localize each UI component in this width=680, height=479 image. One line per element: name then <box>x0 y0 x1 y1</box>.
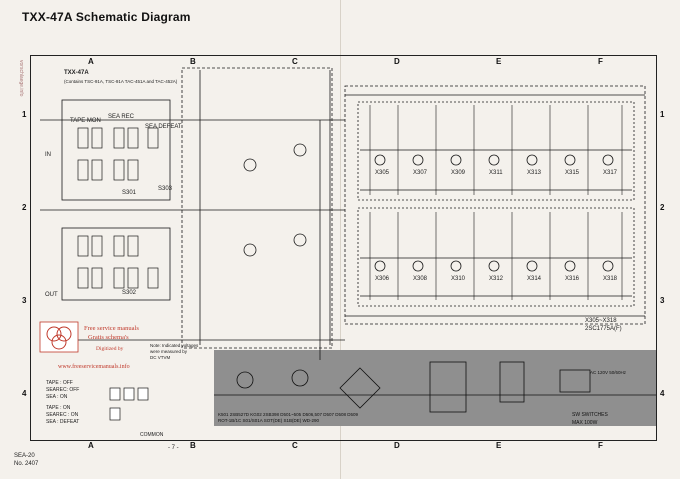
page-fold <box>340 0 341 479</box>
legend-line4: TAPE : ON <box>46 405 71 411</box>
label-tr-type: 2SC1775A(F) <box>585 326 622 332</box>
label-ac: AC 120V 50/60Hz <box>590 370 627 375</box>
col-label-d-bottom: D <box>394 441 400 450</box>
col-label-e-bottom: E <box>496 441 502 450</box>
tape-switch-block <box>61 99 171 201</box>
tr-label-x317: X317 <box>603 170 618 176</box>
label-max: MAX 100W <box>572 420 598 426</box>
col-label-f-bottom: F <box>598 441 603 450</box>
col-label-c: C <box>292 57 298 66</box>
col-label-c-bottom: C <box>292 441 298 450</box>
legend-line3: SEA : ON <box>46 394 68 400</box>
tr-label-x311: X311 <box>489 170 503 176</box>
power-supply-panel <box>214 350 656 426</box>
watermark-side: vorschlaege.info <box>18 60 24 97</box>
label-s302: S302 <box>122 290 137 296</box>
note-line3: DC VTVM <box>150 355 171 360</box>
schematic-frame <box>30 55 657 441</box>
footer-model: SEA-20 <box>14 453 35 459</box>
tr-label-x308: X308 <box>413 276 428 282</box>
tr-label-x310: X310 <box>451 276 466 282</box>
tr-label-x305: X305 <box>375 170 390 176</box>
tr-label-x316: X316 <box>565 276 580 282</box>
tr-label-x312: X312 <box>489 276 504 282</box>
row-label-4: 4 <box>22 389 27 398</box>
board-name: TXX-47A <box>64 70 89 76</box>
eq-lower-channel <box>357 207 635 307</box>
label-in: IN <box>45 152 51 158</box>
note-line2: were measured by <box>150 349 188 354</box>
row-label-2-right: 2 <box>660 203 665 212</box>
row-label-3-right: 3 <box>660 296 665 305</box>
watermark-url: www.freeservicemanuals.info <box>58 364 130 370</box>
tr-label-x318: X318 <box>603 276 618 282</box>
eq-block <box>344 85 646 325</box>
tr-label-x313: X313 <box>527 170 542 176</box>
column-labels-top: A B C D E F <box>30 57 655 67</box>
footer-number: No. 2407 <box>14 461 39 467</box>
col-label-e: E <box>496 57 502 66</box>
footer-page: - 7 - <box>168 445 179 451</box>
tr-label-x306: X306 <box>375 276 390 282</box>
label-out: OUT <box>45 292 58 298</box>
legend-line1: TAPE : OFF <box>46 380 73 386</box>
legend-line5: SEAREC : ON <box>46 412 79 418</box>
label-switches: SW SWITCHES <box>572 412 608 418</box>
label-s301: S301 <box>122 190 137 196</box>
board-sub: (Contains TSC-91A, TSC-91A TAC-451A and … <box>64 79 178 84</box>
legend-line6: SEA : DEFEAT <box>46 419 80 425</box>
row-label-4-right: 4 <box>660 389 665 398</box>
row-label-3: 3 <box>22 296 27 305</box>
label-common: COMMON <box>140 432 164 438</box>
row-label-1-right: 1 <box>660 110 665 119</box>
preamp-block <box>181 67 333 349</box>
column-labels-bottom: A B C D E F <box>30 441 655 451</box>
bottom-note-1: K501 2SB527D KG02 2SB398 D501~505 D506,5… <box>218 412 358 417</box>
col-label-f: F <box>598 57 603 66</box>
col-label-b: B <box>190 57 196 66</box>
watermark-line1: Free service manuals <box>84 325 139 332</box>
col-label-a: A <box>88 57 94 66</box>
row-label-1: 1 <box>22 110 27 119</box>
label-tape-mon: TAPE MON <box>70 118 101 124</box>
bottom-note-2: ROT-1B/1C S01/S01A SOT(DE) S1B(DE) WD-29… <box>218 418 320 423</box>
page-title: TXX-47A Schematic Diagram <box>22 10 191 24</box>
label-s303: S303 <box>158 186 173 192</box>
eq-upper-channel <box>357 101 635 201</box>
label-x-range: X305~X318 <box>585 318 617 324</box>
col-label-a-bottom: A <box>88 441 94 450</box>
watermark-logo <box>39 321 79 353</box>
tr-label-x307: X307 <box>413 170 428 176</box>
tr-label-x314: X314 <box>527 276 542 282</box>
tr-label-x315: X315 <box>565 170 580 176</box>
tr-label-x309: X309 <box>451 170 466 176</box>
watermark-line2: Gratis schema's <box>88 334 129 341</box>
label-sea-defeat: SEA DEFEAT <box>145 124 182 130</box>
watermark-line3: Digitized by <box>96 346 124 352</box>
col-label-b-bottom: B <box>190 441 196 450</box>
row-label-2: 2 <box>22 203 27 212</box>
legend-line2: SEAREC: OFF <box>46 387 80 393</box>
note-line1: Note: Indicated voltages <box>150 343 199 348</box>
label-sea-rec: SEA REC <box>108 114 135 120</box>
col-label-d: D <box>394 57 400 66</box>
tape-switch-block-lower <box>61 227 171 301</box>
